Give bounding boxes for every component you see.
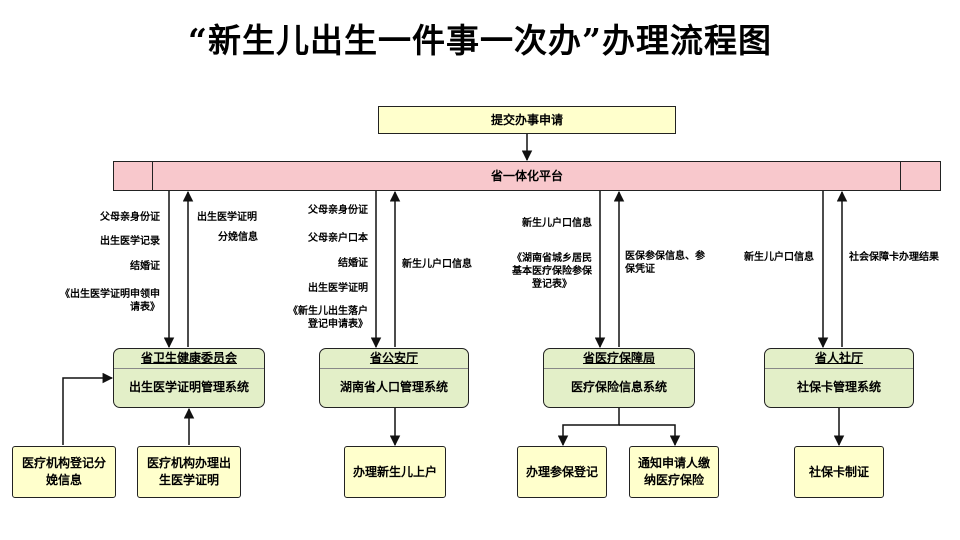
provincial-platform-box: 省一体化平台 <box>113 161 941 191</box>
dept-name: 省医疗保障局 <box>544 349 694 369</box>
label-birth-certificate-up: 出生医学证明 <box>197 212 257 223</box>
label-marriage-cert-health: 结婚证 <box>130 261 160 272</box>
page-title: “新生儿出生一件事一次办”办理流程图 <box>188 21 772 60</box>
hospital-register-delivery-box: 医疗机构登记分娩信息 <box>12 446 116 498</box>
dept-system: 社保卡管理系统 <box>796 380 881 394</box>
insurance-register-box: 办理参保登记 <box>517 446 607 498</box>
notify-insurance-payment-box: 通知申请人缴纳医疗保险 <box>629 446 719 498</box>
label-parent-household-book: 父母亲户口本 <box>308 233 368 244</box>
dept-health-commission: 省卫生健康委员会 出生医学证明管理系统 <box>113 348 265 408</box>
dept-system: 出生医学证明管理系统 <box>128 380 249 394</box>
label-newborn-household-info-hr: 新生儿户口信息 <box>744 252 814 263</box>
dept-name: 省公安厅 <box>320 349 468 369</box>
dept-name: 省人社厅 <box>765 349 913 369</box>
label-social-card-result-up: 社会保障卡办理结果 <box>849 252 939 263</box>
submit-application-box: 提交办事申请 <box>378 106 676 134</box>
social-card-making-box: 社保卡制证 <box>794 446 884 498</box>
label-birth-record: 出生医学记录 <box>100 236 160 247</box>
arrow-medical-to-notify <box>619 424 681 447</box>
label-parent-id-health: 父母亲身份证 <box>100 212 160 223</box>
label-marriage-cert-police: 结婚证 <box>338 258 368 269</box>
label-insurance-info-up: 医保参保信息、参保凭证 <box>625 251 705 275</box>
platform-divider-right <box>900 162 901 190</box>
dept-system: 湖南省人口管理系统 <box>339 380 448 394</box>
dept-medical-security: 省医疗保障局 医疗保险信息系统 <box>543 348 695 408</box>
arrow-medical-to-register <box>557 408 620 447</box>
label-delivery-info: 分娩信息 <box>218 232 258 243</box>
platform-divider-left <box>152 162 153 190</box>
dept-name: 省卫生健康委员会 <box>114 349 264 369</box>
label-birth-cert-police: 出生医学证明 <box>308 283 368 294</box>
dept-human-resources: 省人社厅 社保卡管理系统 <box>764 348 914 408</box>
label-household-registration-form: 《新生儿出生落户登记申请表》 <box>288 306 368 330</box>
arrow-hospital-register-to-health <box>62 372 114 445</box>
dept-public-security: 省公安厅 湖南省人口管理系统 <box>319 348 469 408</box>
label-newborn-household-info-up: 新生儿户口信息 <box>402 259 472 270</box>
label-birth-cert-application: 《出生医学证明申领申请表》 <box>60 289 160 313</box>
provincial-platform-label: 省一体化平台 <box>490 168 563 183</box>
label-insurance-registration-form: 《湖南省城乡居民基本医疗保险参保登记表》 <box>512 253 592 290</box>
newborn-household-box: 办理新生儿上户 <box>344 446 446 498</box>
label-newborn-household-info-medical: 新生儿户口信息 <box>522 218 592 229</box>
label-parent-id-police: 父母亲身份证 <box>308 205 368 216</box>
dept-system: 医疗保险信息系统 <box>570 380 667 394</box>
hospital-issue-certificate-box: 医疗机构办理出生医学证明 <box>137 446 241 498</box>
